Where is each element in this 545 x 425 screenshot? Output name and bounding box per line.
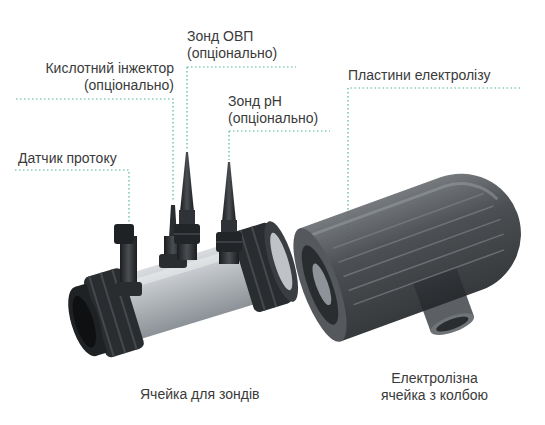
- part-label: Зонд ОВП (опціонально): [187, 28, 302, 62]
- electrolysis-cell: [283, 157, 545, 376]
- leader-line: [15, 170, 129, 222]
- leader-line: [187, 66, 296, 67]
- part-label: Кислотний інжектор (опціонально): [18, 60, 174, 94]
- leader-line: [228, 131, 229, 160]
- pipe-end: [61, 283, 109, 360]
- ph-probe: [216, 162, 242, 264]
- flow-sensor: [114, 224, 142, 296]
- probe-cell: [60, 218, 305, 366]
- leader-line: [229, 130, 330, 131]
- leader-line: [186, 67, 187, 150]
- leader-line: [16, 99, 173, 200]
- part-label: Пластини електролізу: [348, 67, 490, 84]
- cell-inlet: [283, 222, 358, 347]
- orp-probe: [174, 152, 200, 260]
- electrolysis-plates: [333, 191, 510, 304]
- part-label: Електролізна ячейка з колбою: [372, 370, 497, 404]
- part-label: Зонд pH (опціонально): [228, 93, 333, 127]
- part-label: Датчик протоку: [18, 150, 117, 167]
- part-label: Ячейка для зондів: [140, 386, 259, 403]
